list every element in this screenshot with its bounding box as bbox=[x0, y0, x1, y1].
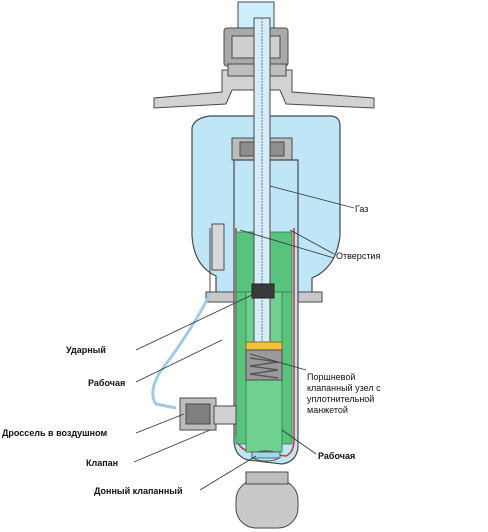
holes-label: Отверстия bbox=[336, 251, 381, 261]
working-chamber-right-label: Рабочая bbox=[318, 451, 356, 461]
bottom-valve-label: Донный клапанный bbox=[94, 486, 183, 496]
piston-valve-assembly bbox=[245, 341, 283, 381]
bump-stop bbox=[251, 283, 275, 299]
leader-lines bbox=[133, 185, 355, 491]
air-throttle-unit bbox=[151, 293, 237, 431]
bottom-valve bbox=[251, 450, 281, 462]
valve-label: Клапан bbox=[86, 458, 119, 468]
piston-valve-label: Поршневой клапанный узел с уплотнительно… bbox=[307, 372, 381, 415]
lower-eye-mount bbox=[235, 471, 299, 529]
gas-label: Газ bbox=[355, 204, 369, 214]
air-throttle-label: Дроссель в воздушном bbox=[2, 428, 108, 438]
working-chamber-left-label: Рабочая bbox=[88, 378, 126, 388]
shock-chamber-label: Ударный bbox=[66, 345, 106, 355]
